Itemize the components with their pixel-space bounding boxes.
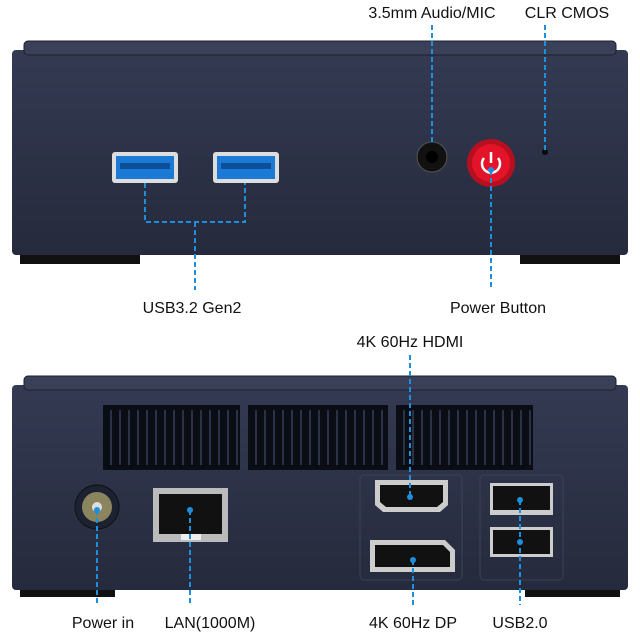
front-view	[12, 25, 628, 290]
callout-lines	[96, 355, 521, 605]
rear-view	[12, 355, 628, 605]
power-button-label: Power Button	[449, 300, 547, 317]
top-lid	[23, 375, 617, 391]
usb3-port	[213, 152, 279, 183]
front-body	[12, 50, 628, 255]
clr-cmos-label: CLR CMOS	[524, 5, 610, 22]
usb2-label: USB2.0	[492, 615, 548, 632]
callout-lines	[144, 25, 546, 290]
usb3-label: USB3.2 Gen2	[142, 300, 242, 317]
lan-label: LAN(1000M)	[164, 615, 256, 632]
audio-label: 3.5mm Audio/MIC	[368, 5, 496, 22]
audio-jack	[416, 141, 448, 173]
clr-cmos-hole	[542, 149, 548, 155]
usb2-panel	[479, 474, 564, 581]
displayport-port	[370, 540, 455, 572]
power-in-label: Power in	[71, 615, 135, 632]
top-lid	[23, 40, 617, 56]
usb3-port	[112, 152, 178, 183]
power-button	[467, 139, 515, 187]
dp-label: 4K 60Hz DP	[368, 615, 458, 632]
hdmi-label: 4K 60Hz HDMI	[356, 334, 464, 351]
